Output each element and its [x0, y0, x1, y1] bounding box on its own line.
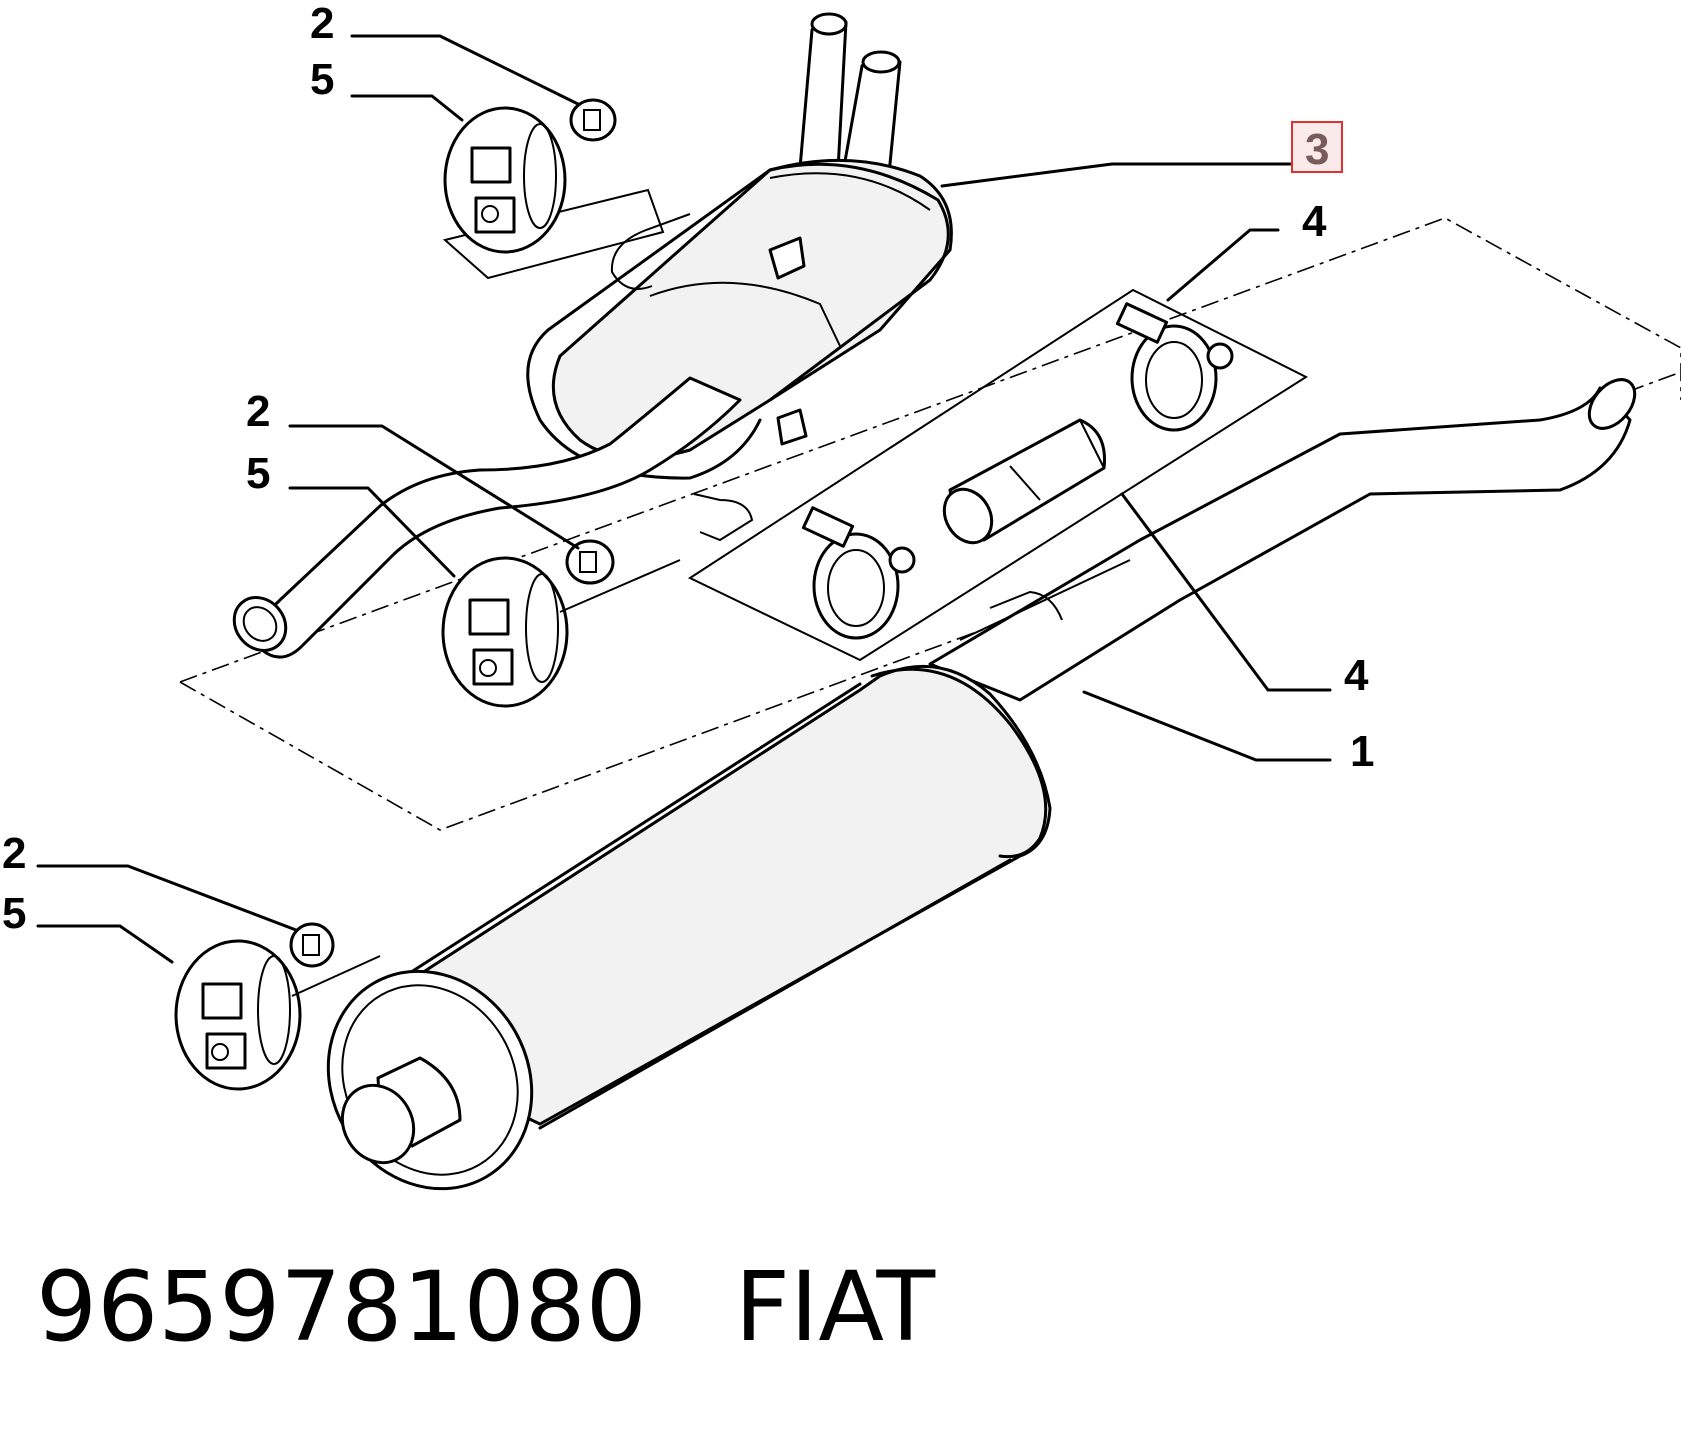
brand-name: FIAT: [734, 1251, 936, 1363]
hanger-ring-mid: [565, 539, 615, 585]
clamp-lower: [801, 506, 916, 640]
callout-bottom-hanger-ring: 2: [2, 829, 26, 878]
callout-rear-silencer: 3: [1305, 125, 1329, 174]
clamp-upper: [1115, 302, 1234, 432]
highlight-box: [1291, 121, 1343, 173]
part-number: 9659781080: [36, 1251, 647, 1363]
callout-bottom-hanger-mount: 5: [2, 889, 26, 938]
callout-top-hanger-mount: 5: [310, 55, 334, 104]
callout-mid-hanger-mount: 5: [246, 449, 270, 498]
leader-lines: [36, 34, 1332, 964]
front-pipe-silencer: [326, 378, 1637, 1191]
callout-clamp-kit-upper: 4: [1302, 197, 1327, 246]
hanger-ring-top: [569, 98, 617, 142]
callout-mid-hanger-ring: 2: [246, 387, 270, 436]
hanger-mount-top: [443, 106, 567, 254]
hanger-mount-mid: [441, 556, 681, 708]
kit-outline-top-hanger: [442, 188, 665, 280]
part-caption: 9659781080 FIAT: [36, 1252, 935, 1362]
clamp-kit-frame: [687, 288, 1309, 662]
callout-clamp-kit-lower: 4: [1344, 651, 1369, 700]
callout-front-pipe-silencer: 1: [1350, 727, 1374, 776]
callout-top-hanger-ring: 2: [310, 0, 334, 48]
hanger-mount-bottom: [174, 939, 381, 1091]
pipe-sleeve: [942, 418, 1106, 545]
rear-silencer: [232, 12, 953, 659]
hanger-ring-bottom: [289, 922, 335, 968]
